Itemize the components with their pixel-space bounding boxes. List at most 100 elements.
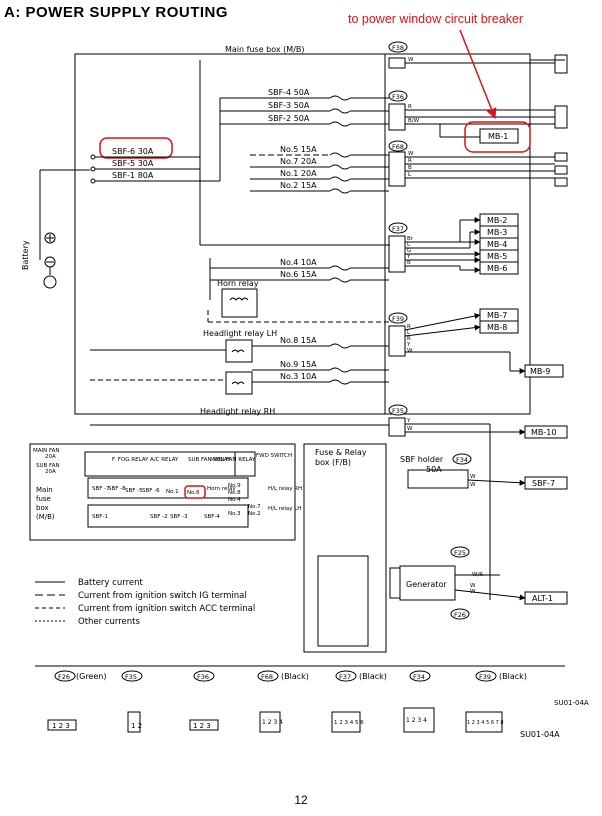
connector-f34: F34 xyxy=(452,453,472,465)
connector-f37: F37 xyxy=(388,222,408,273)
svg-text:SBF-3 50A: SBF-3 50A xyxy=(268,101,310,110)
connector-f36: F36 xyxy=(388,90,408,131)
battery-label: Battery xyxy=(21,240,30,270)
connector-views: F26 (Green) 1 2 3 F35 1 2 F36 1 2 3 F68 … xyxy=(47,670,527,733)
connector-f39: F39 xyxy=(388,312,408,357)
svg-text:No.1 20A: No.1 20A xyxy=(280,169,317,178)
wire-color-label: R xyxy=(407,336,411,342)
svg-text:F34: F34 xyxy=(456,456,468,464)
connector-f35: F35 xyxy=(388,404,408,437)
wire-color-label: L xyxy=(407,330,411,336)
annotation-text: to power window circuit breaker xyxy=(348,12,524,26)
battery xyxy=(43,232,57,289)
svg-text:1 2: 1 2 xyxy=(131,722,142,730)
connector-f25: F25 xyxy=(450,546,470,558)
output-alt-1 xyxy=(524,591,568,605)
fuse-relay-box-label-2: box (F/B) xyxy=(315,458,351,467)
svg-text:No.4 10A: No.4 10A xyxy=(280,258,317,267)
svg-text:No.6 15A: No.6 15A xyxy=(280,270,317,279)
wire-color-label: Y xyxy=(406,342,411,348)
wire-color-label: W xyxy=(407,426,413,432)
sbf6-highlight xyxy=(99,137,173,159)
svg-text:F39: F39 xyxy=(479,673,491,681)
svg-text:MAIN FAN RELAY: MAIN FAN RELAY xyxy=(210,457,256,463)
headlight-relay-rh-label: Headlight relay RH xyxy=(200,407,275,416)
svg-text:box: box xyxy=(36,504,49,512)
svg-text:No.6: No.6 xyxy=(187,490,200,496)
svg-text:MB-7: MB-7 xyxy=(487,311,507,320)
wire-color-label: B xyxy=(408,165,412,171)
svg-text:No.3 10A: No.3 10A xyxy=(280,372,317,381)
wire-color-label: R xyxy=(407,324,411,330)
output-alt-1-label: ALT-1 xyxy=(532,594,553,603)
svg-text:F39: F39 xyxy=(392,315,404,323)
output-sbf-7-label: SBF-7 xyxy=(532,479,555,488)
svg-text:SBF -3: SBF -3 xyxy=(170,514,188,520)
svg-text:1 2 3: 1 2 3 xyxy=(193,722,211,730)
svg-text:F26: F26 xyxy=(454,611,466,619)
annotation-arrow xyxy=(459,29,497,119)
output-mb-10-label: MB-10 xyxy=(531,428,556,437)
svg-text:F68: F68 xyxy=(261,673,273,681)
svg-text:F36: F36 xyxy=(197,673,209,681)
svg-text:F68: F68 xyxy=(392,143,404,151)
svg-text:MB-8: MB-8 xyxy=(487,323,507,332)
svg-text:fuse: fuse xyxy=(36,495,51,503)
main-fuse-box-outline xyxy=(74,53,531,415)
svg-text:No.2: No.2 xyxy=(248,511,261,517)
svg-text:MB-5: MB-5 xyxy=(487,252,507,261)
headlight-relay-lh-label: Headlight relay LH xyxy=(203,329,277,338)
wire-color-label: W xyxy=(470,474,476,480)
connector-f38: F38 xyxy=(388,41,408,69)
svg-text:SBF -8: SBF -8 xyxy=(108,486,126,492)
mb-7-8: MB-7 MB-8 MB-9 xyxy=(479,308,564,378)
svg-text:1 2 3 4: 1 2 3 4 xyxy=(406,717,427,724)
main-fuse-box-label: Main fuse box (M/B) xyxy=(225,45,305,54)
svg-text:SBF-4 50A: SBF-4 50A xyxy=(268,88,310,97)
svg-text:SBF-4: SBF-4 xyxy=(204,514,220,520)
svg-text:SBF -7: SBF -7 xyxy=(92,486,110,492)
wire-color-label: Y xyxy=(406,418,411,424)
svg-text:(Black): (Black) xyxy=(499,672,527,681)
svg-text:(M/B): (M/B) xyxy=(36,513,55,521)
annotation-highlight xyxy=(464,121,531,153)
wire-color-label: B/W xyxy=(408,118,420,124)
svg-text:SBF-6 30A: SBF-6 30A xyxy=(112,147,154,156)
wire-color-label: W/R xyxy=(472,572,483,578)
svg-text:1 2 3: 1 2 3 xyxy=(52,722,70,730)
svg-text:SUB FAN: SUB FAN xyxy=(36,463,60,469)
sbf-fuses-left: SBF-6 30A SBF-5 30A SBF-1 80A xyxy=(112,147,154,180)
horn-relay-label: Horn relay xyxy=(217,279,259,288)
svg-text:(Black): (Black) xyxy=(281,672,309,681)
svg-text:FWD SWITCH: FWD SWITCH xyxy=(256,453,292,459)
code-lower: SU01-04A xyxy=(520,730,560,739)
svg-text:MB-4: MB-4 xyxy=(487,240,507,249)
legend: Battery current Current from ignition sw… xyxy=(35,578,255,627)
svg-text:(Green): (Green) xyxy=(76,672,106,681)
svg-text:F36: F36 xyxy=(392,93,404,101)
svg-text:H/L relay LH: H/L relay LH xyxy=(268,506,301,512)
mb-outputs: MB-2 MB-3 MB-4 MB-5 MB-6 xyxy=(479,213,519,275)
svg-text:F. FOG RELAY: F. FOG RELAY xyxy=(112,457,149,463)
svg-text:SBF -6: SBF -6 xyxy=(142,488,160,494)
wire-color-label: B xyxy=(407,260,411,266)
svg-text:20A: 20A xyxy=(45,454,56,460)
svg-text:No.3: No.3 xyxy=(228,511,241,517)
fuse-relay-box xyxy=(303,443,387,653)
svg-text:No.2 15A: No.2 15A xyxy=(280,181,317,190)
svg-text:No.5 15A: No.5 15A xyxy=(280,145,317,154)
svg-text:F26: F26 xyxy=(58,673,70,681)
svg-text:SBF-2 50A: SBF-2 50A xyxy=(268,114,310,123)
svg-text:F37: F37 xyxy=(392,225,404,233)
output-sbf-7 xyxy=(524,476,568,490)
svg-text:MB-3: MB-3 xyxy=(487,228,507,237)
generator xyxy=(389,565,526,601)
mb-layout-text: MAIN FAN 20A SUB FAN 20A F. FOG RELAY A/… xyxy=(33,448,302,521)
wire-color-label: L xyxy=(408,172,412,178)
svg-text:SBF -2: SBF -2 xyxy=(150,514,168,520)
svg-text:Horn relay: Horn relay xyxy=(207,486,236,492)
svg-text:F35: F35 xyxy=(125,673,137,681)
wire-color-label: W xyxy=(408,151,414,157)
mb-layout xyxy=(29,443,296,541)
